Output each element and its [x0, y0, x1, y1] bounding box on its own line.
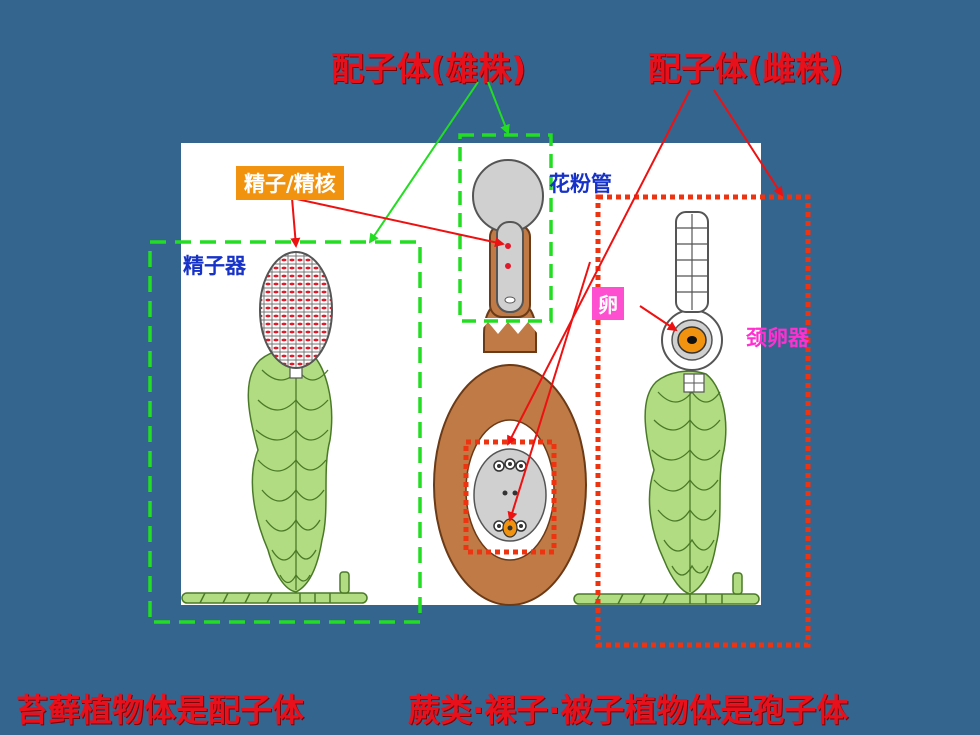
label-egg: 卵: [592, 287, 624, 320]
caption-moss: 苔藓植物体是配子体: [16, 691, 305, 729]
ovule-and-pollen-tube: [433, 159, 587, 606]
male-gametophyte-box: [148, 240, 422, 624]
label-sperm-nucleus: 精子/精核: [236, 166, 344, 200]
arrows: [290, 81, 784, 522]
moss-male-plant: [181, 251, 368, 604]
moss-female-plant: [573, 211, 760, 605]
female-gametophyte-box: [595, 194, 811, 648]
label-archegonium: 颈卵器: [746, 326, 809, 350]
pollen-tube-box: [458, 133, 553, 323]
title-male-gametophyte: 配子体(雄株): [331, 49, 527, 88]
label-pollen-tube: 花粉管: [549, 172, 612, 196]
caption-others: 蕨类·裸子·被子植物体是孢子体: [408, 691, 849, 729]
label-antheridium: 精子器: [183, 254, 246, 278]
title-female-gametophyte: 配子体(雌株): [648, 49, 844, 88]
